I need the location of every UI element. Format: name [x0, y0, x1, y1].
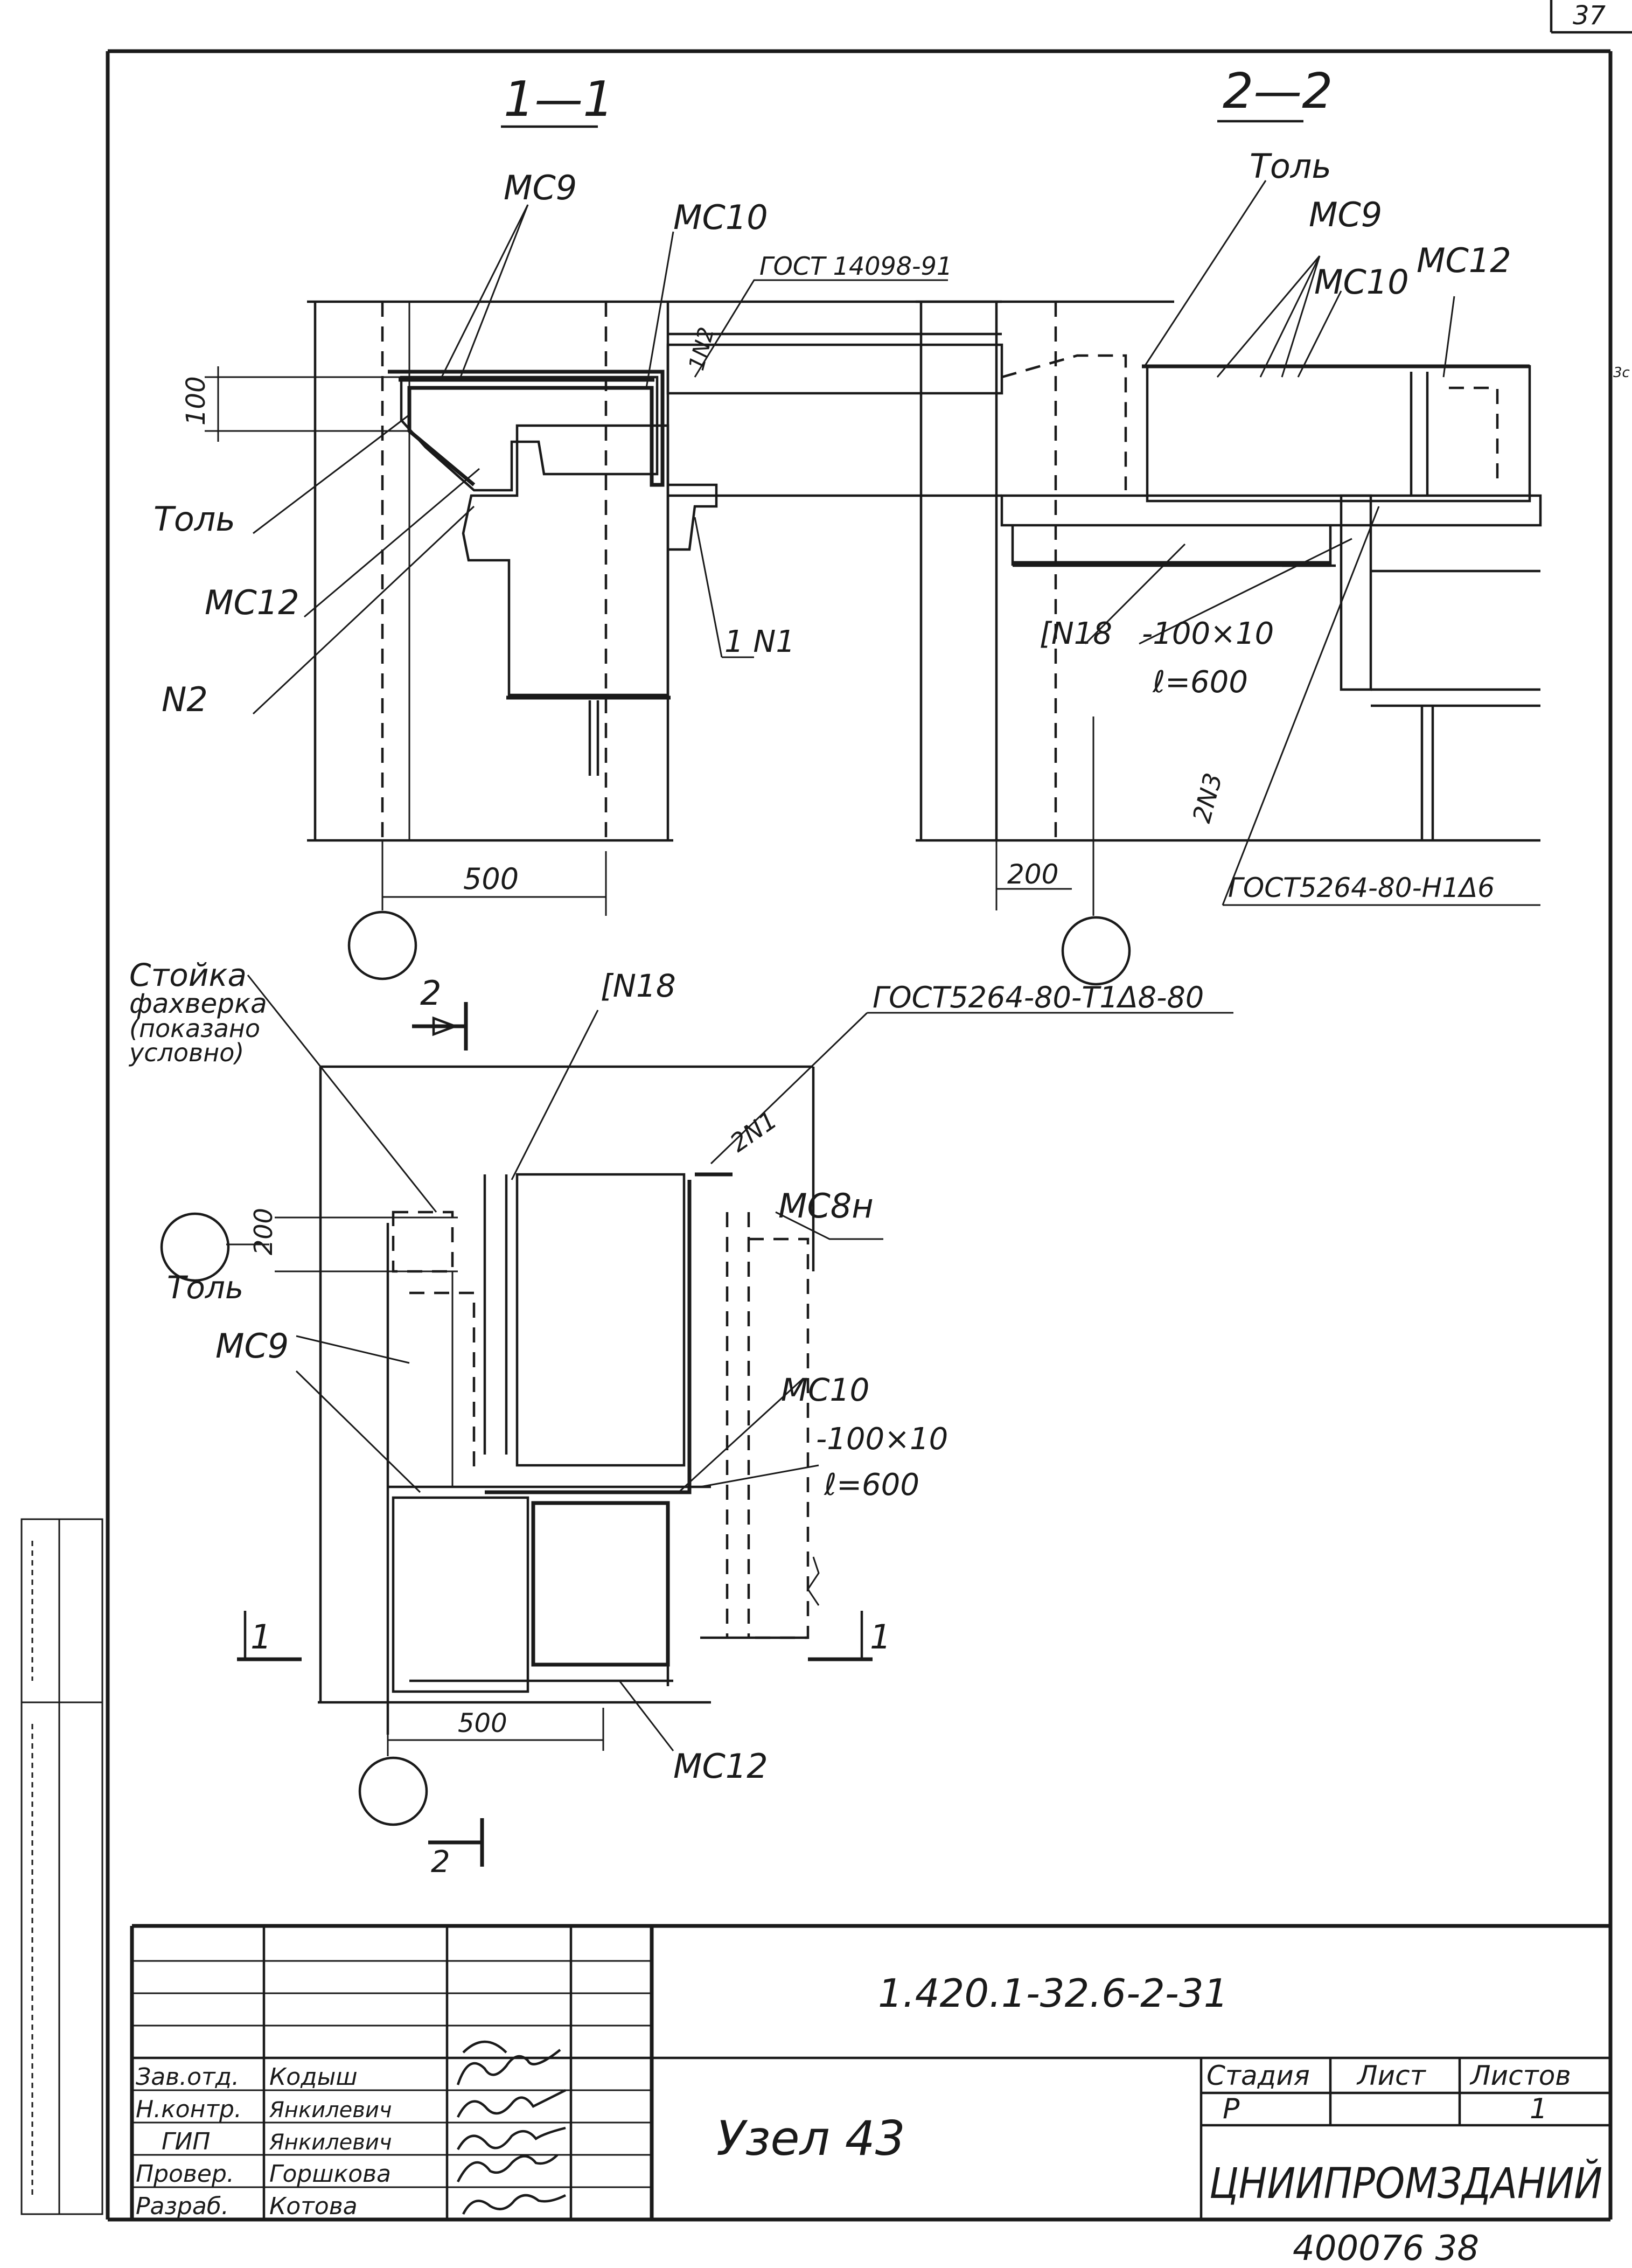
label-channel-plan: [N18 [601, 968, 676, 1004]
title-block-text: 1.420.1-32.6-2-31 Узел 43 Стадия Лист Ли… [136, 1971, 1602, 2220]
org-name: ЦНИИПРОМЗДАНИЙ [1209, 2158, 1602, 2208]
section-1-1-title: 1—1 [504, 71, 614, 128]
label-n1-1-1: 1 N1 [724, 624, 795, 659]
axis-marker-plan-left [160, 1212, 230, 1282]
role-1: Н.контр. [136, 2096, 242, 2123]
plan-view [160, 975, 1233, 1867]
role-3: Провер. [136, 2160, 234, 2188]
name-0: Кодыш [269, 2063, 358, 2091]
label-tol-2-2: Толь [1250, 147, 1331, 186]
label-mc9-1-1: MC9 [504, 168, 577, 207]
label-gost-2-2: ГОСТ5264-80-Н1Δ6 [1228, 872, 1495, 903]
page-number: 37 [1573, 1, 1606, 31]
label-tol-plan: Толь [167, 1269, 243, 1306]
label-mc8n-plan: MC8н [778, 1186, 874, 1226]
label-n3-2-2: 2N3 [1187, 770, 1228, 826]
section-2-2: 2—2 [916, 63, 1542, 986]
name-4: Котова [269, 2193, 358, 2220]
label-mc12-2-2: MC12 [1417, 241, 1511, 280]
label-n2-weld-1-1: 1N2 [684, 325, 719, 373]
role-4: Разраб. [136, 2193, 229, 2220]
label-mc10-plan: MC10 [781, 1372, 869, 1408]
label-cut-1-left: 1 [250, 1617, 271, 1657]
label-length-plan: ℓ=600 [824, 1467, 919, 1502]
label-post-line-1: Стойка [129, 957, 247, 993]
label-cut-2-bottom: 2 [431, 1845, 450, 1880]
name-1: Янкилевич [269, 2098, 392, 2123]
label-gost-1-1: ГОСТ 14098-91 [759, 252, 952, 281]
dim-100-1-1: 100 [181, 376, 211, 426]
label-post-line-4: условно) [128, 1038, 244, 1067]
label-mc12-plan: MC12 [673, 1747, 768, 1786]
name-3: Горшкова [269, 2160, 391, 2188]
margin-stamp [20, 1518, 103, 2215]
section-1-1: 1—1 [205, 71, 1003, 980]
section-1-1-labels: MC9 MC10 ГОСТ 14098-91 1N2 Толь MC12 N2 … [154, 168, 952, 896]
axis-marker-1-1 [347, 910, 417, 980]
label-channel-2-2: [N18 [1040, 616, 1112, 651]
label-plate-2-2: -100×10 [1142, 616, 1274, 651]
role-2: ГИП [162, 2128, 211, 2155]
section-2-2-title: 2—2 [1223, 63, 1333, 120]
label-post-line-3: (показано [129, 1014, 260, 1043]
dim-500-1-1: 500 [463, 862, 519, 896]
dim-500-plan: 500 [458, 1708, 507, 1738]
drawing-title: Узел 43 [716, 2111, 905, 2166]
label-length-2-2: ℓ=600 [1152, 665, 1248, 700]
signatures [456, 2040, 567, 2215]
stamp-number: 400076 38 [1293, 2229, 1479, 2268]
axis-marker-plan-bottom [358, 1756, 428, 1826]
label-gost-plan: ГОСТ5264-80-Т1Δ8-80 [873, 980, 1204, 1014]
label-tol-1-1: Толь [154, 499, 235, 539]
label-mc12-1-1: MC12 [205, 583, 299, 622]
sheet-frame [106, 0, 1632, 2222]
label-n1-plan: 2N1 [724, 1105, 782, 1158]
label-mc9-plan: MC9 [215, 1326, 289, 1366]
label-n2-1-1: N2 [162, 680, 208, 719]
label-cut-1-right: 1 [870, 1617, 891, 1657]
label-post-line-2: фахверка [129, 988, 267, 1019]
stage-value: Р [1223, 2093, 1240, 2125]
stage-header: Стадия [1206, 2060, 1310, 2091]
margin-mark: 3c 5a [1613, 365, 1632, 381]
label-mc10-1-1: MC10 [673, 198, 768, 237]
label-mc10-2-2: MC10 [1314, 262, 1409, 302]
sheets-header: Листов [1469, 2060, 1571, 2091]
dim-200-plan: 200 [249, 1208, 278, 1255]
sheet-header: Лист [1356, 2060, 1427, 2091]
sheets-value: 1 [1530, 2093, 1547, 2125]
label-cut-2-top: 2 [420, 973, 441, 1013]
label-mc9-2-2: MC9 [1309, 195, 1382, 234]
document-code: 1.420.1-32.6-2-31 [878, 1971, 1229, 2016]
plan-labels: Стойка фахверка (показано условно) 2 [N1… [128, 957, 1204, 1880]
label-plate-plan: -100×10 [816, 1422, 948, 1457]
axis-marker-2-2 [1061, 916, 1131, 986]
dim-200-2-2: 200 [1007, 859, 1058, 890]
role-0: Зав.отд. [136, 2063, 239, 2091]
name-2: Янкилевич [269, 2130, 392, 2155]
